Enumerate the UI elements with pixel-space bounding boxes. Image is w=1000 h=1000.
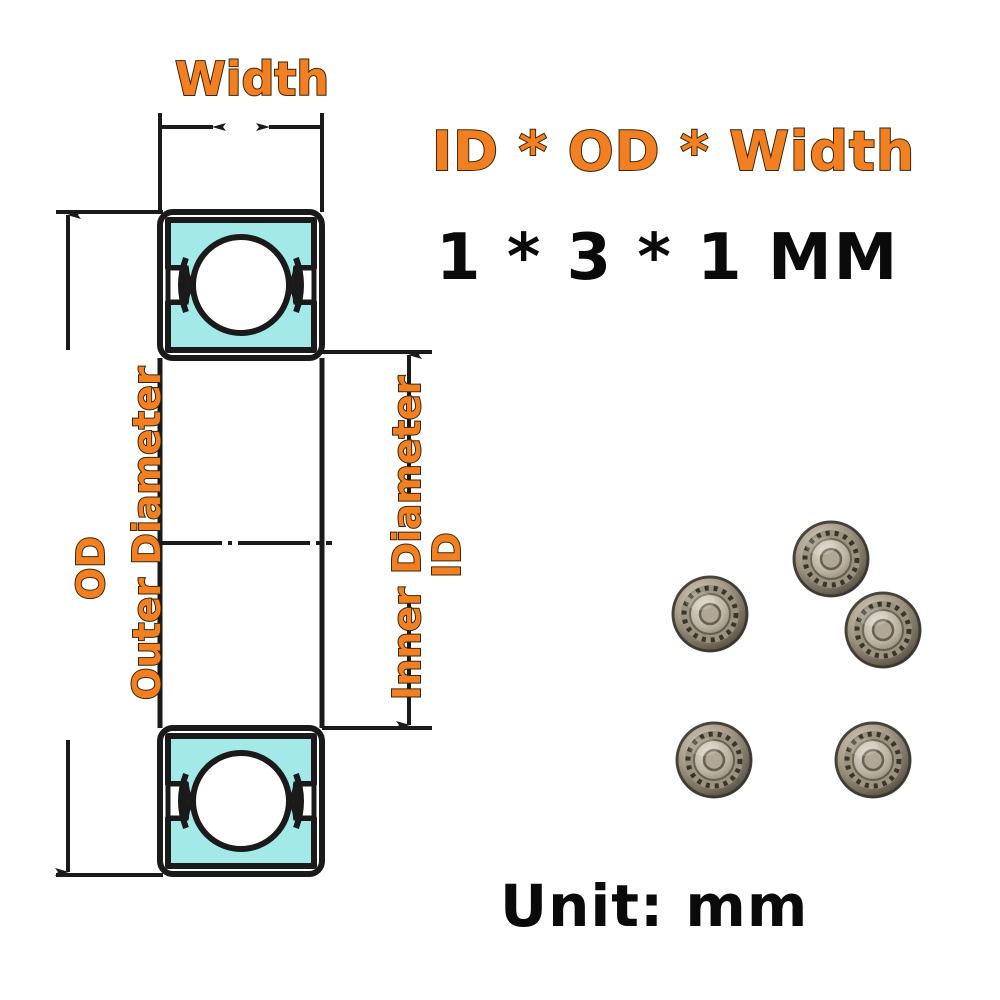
bearing-photo-5 xyxy=(834,721,912,799)
bearing-photo-4 xyxy=(675,721,753,799)
cage-left-bottom xyxy=(178,772,189,830)
ball-top xyxy=(190,234,292,336)
bearing-photo-group xyxy=(671,520,922,799)
bearing-photo-1 xyxy=(671,575,749,653)
cage-right-bottom xyxy=(293,772,304,830)
width-dimension xyxy=(158,113,324,212)
inner-diameter-label: Inner Diameter xyxy=(384,375,430,701)
bearing-section-bottom xyxy=(157,725,325,877)
outer-diameter-label: Outer Diameter xyxy=(124,365,170,701)
od-label: OD xyxy=(68,535,114,601)
ball-bottom xyxy=(190,750,292,852)
id-label: ID xyxy=(424,531,470,579)
unit-label: Unit: mm xyxy=(500,872,809,940)
width-label: Width xyxy=(174,52,330,106)
formula-label: ID * OD * Width xyxy=(431,120,916,183)
bearing-photo-3 xyxy=(844,591,922,669)
cage-right-top xyxy=(293,256,304,314)
dimensions-label: 1 * 3 * 1 MM xyxy=(436,221,900,295)
bearing-photo-2 xyxy=(792,520,870,598)
bearing-body xyxy=(150,209,332,877)
bearing-section-top xyxy=(157,209,325,361)
inner-diameter-dimension xyxy=(322,350,432,730)
outer-diameter-dimension xyxy=(55,210,163,877)
cage-left-top xyxy=(178,256,189,314)
